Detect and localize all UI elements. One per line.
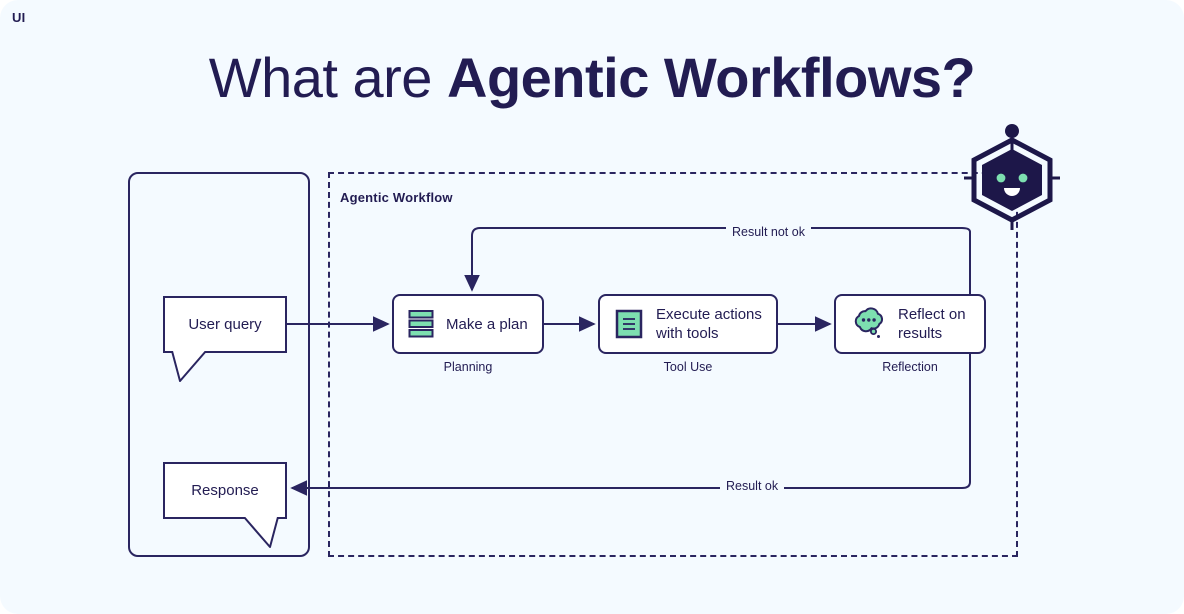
agentic-workflow-label: Agentic Workflow	[340, 190, 453, 205]
response-text: Response	[191, 482, 259, 499]
title-light-part: What are	[208, 46, 448, 109]
user-query-text: User query	[188, 316, 262, 333]
edge-label-result-ok: Result ok	[720, 479, 785, 493]
ui-panel	[128, 172, 310, 557]
user-query-bubble: User query	[163, 296, 287, 353]
step-caption-reflection: Reflection	[882, 360, 938, 374]
page-title: What are Agentic Workflows?	[0, 44, 1184, 112]
thought-bubble-icon	[854, 307, 884, 338]
agentic-workflow-container	[328, 172, 1018, 557]
step-caption-tool-use: Tool Use	[663, 360, 713, 374]
response-bubble: Response	[163, 462, 287, 519]
step-tool-use-text: Execute actions with tools	[656, 306, 762, 342]
step-caption-planning: Planning	[443, 360, 493, 374]
stacked-layers-icon	[408, 310, 434, 338]
user-query-bubble-tail	[171, 351, 207, 382]
response-bubble-tail	[243, 517, 279, 548]
ui-panel-label: UI	[12, 10, 26, 25]
edge-label-result-not-ok: Result not ok	[726, 225, 811, 239]
step-planning-text: Make a plan	[446, 315, 528, 333]
step-card-tool-use: Execute actions with tools	[598, 294, 778, 354]
title-bold-part: Agentic Workflows?	[447, 46, 976, 109]
step-card-reflection: Reflect on results	[834, 294, 986, 354]
step-reflection-text: Reflect on results	[898, 306, 966, 342]
step-card-planning: Make a plan	[392, 294, 544, 354]
hexagon-robot-icon	[964, 124, 1060, 230]
document-lines-icon	[615, 309, 643, 339]
